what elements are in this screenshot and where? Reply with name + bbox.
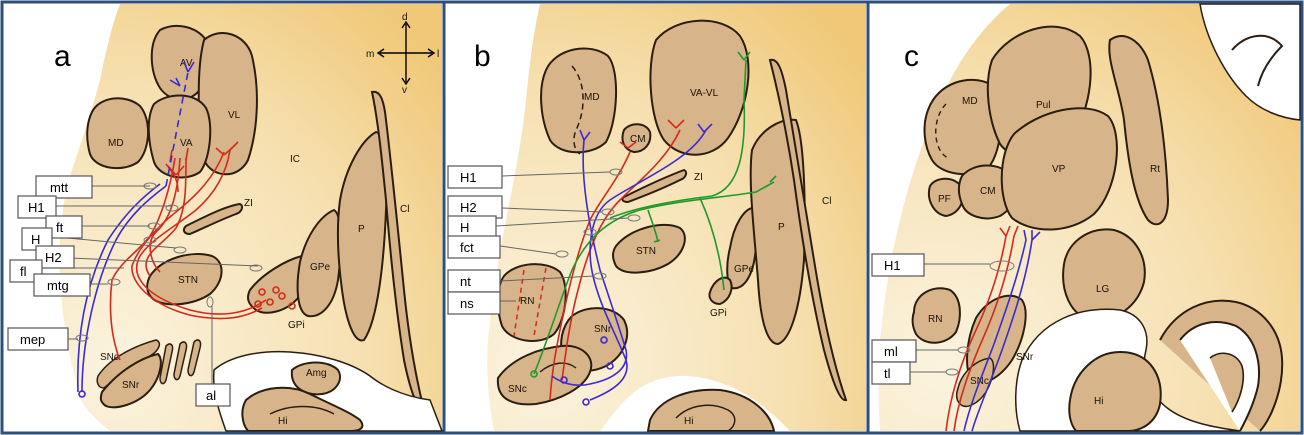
svg-text:H2: H2: [45, 250, 62, 265]
label-amg: Amg: [306, 368, 327, 379]
label-rt: Rt: [1150, 164, 1160, 175]
label-stn: STN: [178, 275, 198, 286]
label-gpi-b: GPi: [710, 308, 727, 319]
svg-text:H1: H1: [28, 200, 45, 215]
panel-b-letter: b: [474, 40, 491, 73]
svg-text:H: H: [460, 220, 469, 235]
label-hi-b: Hi: [684, 416, 693, 427]
label-cm-b: CM: [630, 134, 646, 145]
label-box-tl: tl: [872, 362, 910, 384]
label-box-fct: fct: [448, 236, 500, 258]
label-box-nt: nt: [448, 270, 500, 292]
compass-m: m: [366, 49, 374, 60]
svg-text:fl: fl: [20, 264, 27, 279]
panel-c-letter: c: [904, 40, 919, 73]
panel-c: c MD Pul PF CM VP Rt LG RN SNr SNc Hi: [868, 4, 1300, 431]
label-box-mep: mep: [8, 328, 68, 350]
label-snr-b: SNr: [594, 324, 612, 335]
label-zi-b: ZI: [694, 172, 703, 183]
svg-text:fct: fct: [460, 240, 474, 255]
label-box-h1-a: H1: [18, 196, 56, 218]
label-box-ns: ns: [448, 292, 500, 314]
label-md: MD: [108, 138, 124, 149]
label-snc: SNc: [100, 352, 119, 363]
label-p-b: P: [778, 222, 785, 233]
label-box-h1-c: H1: [872, 254, 924, 276]
compass-d: d: [402, 12, 408, 23]
svg-text:nt: nt: [460, 274, 471, 289]
label-box-h2-b: H2: [448, 196, 502, 218]
svg-text:H1: H1: [884, 258, 901, 273]
label-zi: ZI: [244, 198, 253, 209]
label-cm-c: CM: [980, 186, 996, 197]
label-gpe-b: GPe: [734, 264, 754, 275]
label-p: P: [358, 224, 365, 235]
label-vl: VL: [228, 110, 241, 121]
svg-text:ml: ml: [884, 344, 898, 359]
label-snr-c: SNr: [1016, 352, 1034, 363]
svg-text:H1: H1: [460, 170, 477, 185]
label-gpi: GPi: [288, 320, 305, 331]
svg-text:H2: H2: [460, 200, 477, 215]
svg-text:H: H: [31, 232, 40, 247]
label-lg: LG: [1096, 284, 1110, 295]
label-md-b: MD: [584, 92, 600, 103]
panel-a-letter: a: [54, 40, 71, 73]
label-snc-b: SNc: [508, 384, 527, 395]
label-box-al: al: [196, 384, 230, 406]
label-rn-b: RN: [520, 296, 534, 307]
svg-text:ft: ft: [56, 220, 64, 235]
label-va-vl: VA-VL: [690, 88, 719, 99]
label-box-h-b: H: [448, 216, 496, 238]
label-pf: PF: [938, 194, 951, 205]
label-md-c: MD: [962, 96, 978, 107]
label-hi-a: Hi: [278, 416, 287, 427]
label-vp: VP: [1052, 164, 1066, 175]
label-gpe: GPe: [310, 262, 330, 273]
label-box-mtt: mtt: [36, 176, 92, 198]
svg-text:mep: mep: [20, 332, 45, 347]
label-cl-b: Cl: [822, 196, 831, 207]
label-box-mtg: mtg: [34, 274, 90, 296]
svg-text:al: al: [206, 388, 216, 403]
compass-l: l: [437, 49, 439, 60]
panel-b: b MD VA-VL CM ZI Cl P STN GPe GPi RN SNr…: [444, 4, 866, 431]
panel-a: a d v m l AV VL MD VA: [4, 4, 442, 431]
label-box-ml: ml: [872, 340, 916, 362]
label-snr: SNr: [122, 380, 140, 391]
svg-text:tl: tl: [884, 366, 891, 381]
label-rn-c: RN: [928, 314, 942, 325]
svg-text:mtt: mtt: [50, 180, 68, 195]
structure-md-b: [541, 48, 616, 152]
label-cl: Cl: [400, 204, 409, 215]
label-hi-c: Hi: [1094, 396, 1103, 407]
structure-md: [87, 98, 148, 168]
label-va: VA: [180, 138, 193, 149]
label-ic: IC: [290, 154, 300, 165]
svg-text:mtg: mtg: [47, 278, 69, 293]
label-pul: Pul: [1036, 100, 1050, 111]
svg-text:ns: ns: [460, 296, 474, 311]
label-stn-b: STN: [636, 246, 656, 257]
compass-v: v: [402, 85, 407, 96]
label-box-h1-b: H1: [448, 166, 502, 188]
